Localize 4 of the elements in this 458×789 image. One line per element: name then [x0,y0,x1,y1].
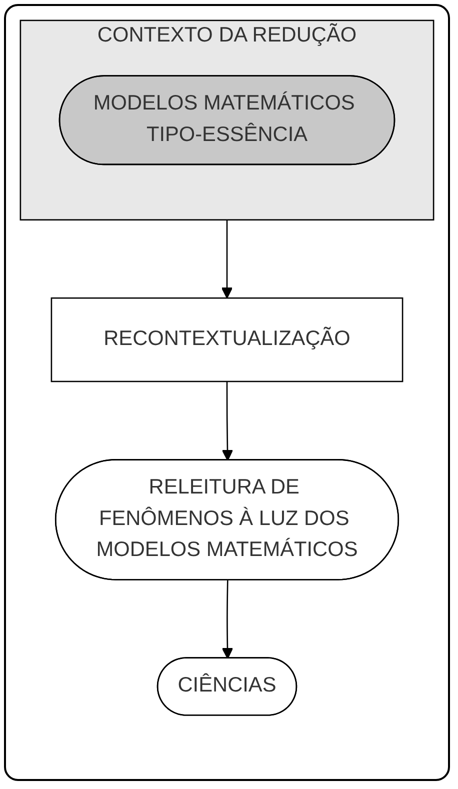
arrow [222,381,234,461]
arrow [221,220,233,299]
arrow [222,580,234,659]
node-box: RECONTEXTUALIZAÇÃO [50,297,404,382]
